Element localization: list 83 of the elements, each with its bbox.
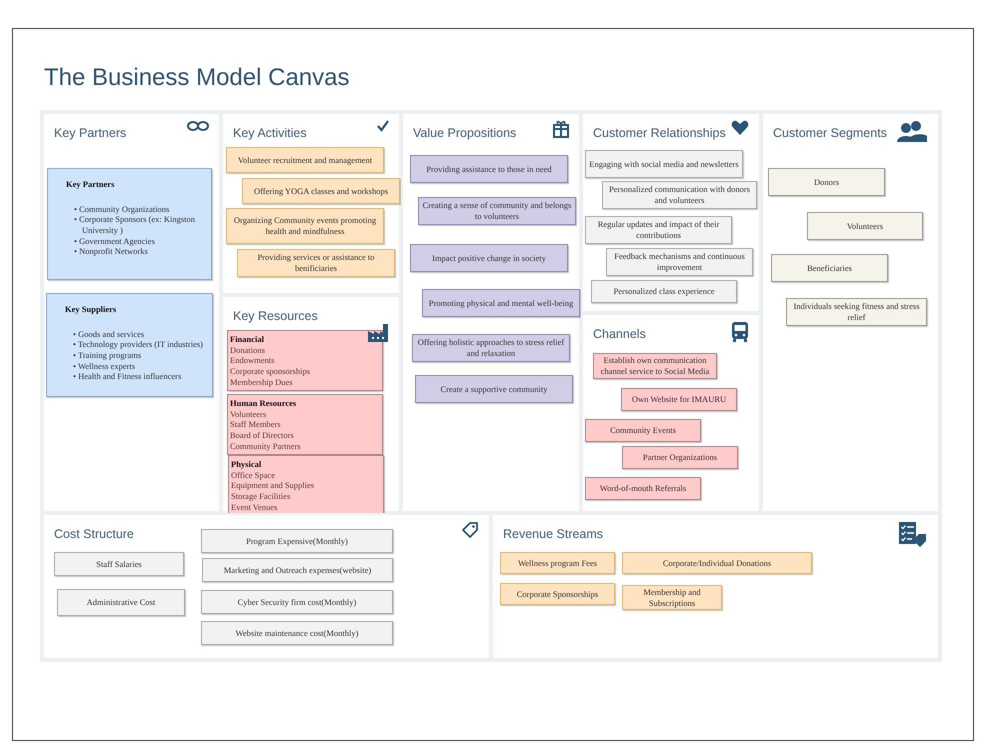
sticky-note: Offering holistic approaches to stress relief and relaxation [412, 334, 570, 362]
sticky-note: Organizing Community events promoting health and mindfulness [226, 208, 384, 244]
sticky-note: Volunteer recruitment and management [226, 147, 384, 173]
sticky-note [47, 168, 212, 280]
canvas-section [491, 513, 940, 660]
sticky-note: Feedback mechanisms and continuous improvement [606, 248, 753, 276]
list-item: Board of Directors [230, 430, 294, 440]
canvas-section [42, 112, 221, 513]
note-heading: Key Partners [66, 179, 114, 190]
list-item: • Training programs [72, 350, 142, 360]
list-item: Community Partners [230, 440, 301, 452]
sticky-note: Donors [768, 168, 885, 196]
canvas-section [221, 295, 401, 513]
sticky-note: Volunteers [807, 212, 923, 240]
list-item: Donations [230, 344, 265, 356]
list-item: Office Space [231, 470, 275, 480]
canvas-section [761, 112, 940, 513]
section-heading: Customer Relationships [593, 126, 726, 140]
sticky-note: Cyber Security firm cost(Monthly) [201, 590, 393, 614]
list-item: • Goods and services [72, 328, 144, 340]
list-item: • Community Organizations [73, 204, 170, 214]
list-item: Corporate sponsorships [230, 366, 310, 376]
section-heading: Value Propositions [413, 126, 516, 140]
sticky-note: Corporate Sponsorships [500, 583, 615, 605]
section-heading: Cost Structure [54, 527, 134, 541]
sticky-note [227, 330, 383, 392]
sticky-note: Marketing and Outreach expenses(website) [202, 558, 393, 582]
note-heading: Physical [231, 459, 262, 470]
sticky-note: Corporate/Individual Donations [622, 552, 812, 574]
note-heading: Financial [230, 334, 264, 345]
sticky-note: Individuals seeking fitness and stress relief [786, 298, 927, 326]
note-heading: Human Resources [230, 398, 296, 409]
section-heading: Customer Segments [773, 126, 887, 140]
sticky-note: Community Events [585, 419, 701, 442]
list-item: Staff Members [230, 419, 281, 430]
sticky-note [227, 394, 383, 456]
list-item: • Corporate Sponsors (ex: Kingston University ) [73, 214, 196, 236]
list-item: Storage Facilities [231, 490, 290, 502]
canvas-section [581, 112, 761, 313]
list-item: Endowments [230, 355, 274, 366]
sticky-note: Membership and Subscriptions [622, 585, 722, 610]
sticky-note: Own Website for IMAURU [621, 388, 737, 411]
list-item: Equipment and Supplies [231, 480, 314, 491]
sticky-note: Personalized communication with donors and volunteers [602, 181, 757, 209]
section-heading: Key Resources [233, 309, 318, 323]
section-heading: Key Partners [54, 126, 126, 140]
sticky-note: Promoting physical and mental well-being [422, 289, 580, 317]
list-item: Membership Dues [230, 376, 293, 388]
canvas-section [581, 313, 761, 513]
sticky-note: Administrative Cost [57, 589, 185, 616]
sticky-note: Regular updates and impact of their contributions [585, 216, 732, 244]
list-item: • Government Agencies [73, 236, 155, 246]
sticky-note: Create a supportive community [415, 375, 573, 403]
page-title: The Business Model Canvas [44, 64, 350, 92]
list-item: Volunteers [230, 408, 266, 420]
list-item: • Nonprofit Networks [73, 246, 148, 257]
sticky-note: Establish own communication channel service to Social Media [593, 353, 717, 379]
sticky-note: Program Expensive(Monthly) [201, 529, 393, 553]
sticky-note: Offering YOGA classes and workshops [242, 178, 400, 204]
sticky-note: Wellness program Fees [500, 552, 615, 574]
sticky-note: Website maintenance cost(Monthly) [201, 621, 393, 645]
sticky-note: Engaging with social media and newsletters [585, 150, 743, 178]
section-heading: Channels [593, 327, 646, 341]
sticky-note: Providing services or assistance to benificiaries [237, 249, 395, 277]
section-heading: Key Activities [233, 126, 307, 140]
sticky-note: Personalized class experience [591, 280, 737, 303]
canvas-section [42, 513, 491, 660]
section-heading: Revenue Streams [503, 527, 604, 541]
note-heading: Key Suppliers [65, 304, 116, 315]
list-item: • Wellness experts [72, 360, 136, 372]
sticky-note: Staff Salaries [54, 552, 184, 576]
list-item: Event Venues [231, 502, 278, 512]
list-item: • Technology providers (IT industries) [72, 339, 204, 350]
sticky-note: Partner Organizations [622, 446, 738, 469]
sticky-note [46, 293, 213, 397]
sticky-note: Word-of-mouth Referrals [585, 477, 701, 500]
sticky-note: Providing assistance to those in need [410, 155, 568, 183]
canvas-section [221, 112, 401, 295]
sticky-note: Beneficiaries [771, 254, 888, 282]
sticky-note: Creating a sense of community and belongs to volunteers [418, 197, 576, 225]
canvas-section [401, 112, 581, 513]
sticky-note: Impact positive change in society [410, 244, 568, 272]
list-item: • Health and Fitness influencers [72, 371, 182, 382]
